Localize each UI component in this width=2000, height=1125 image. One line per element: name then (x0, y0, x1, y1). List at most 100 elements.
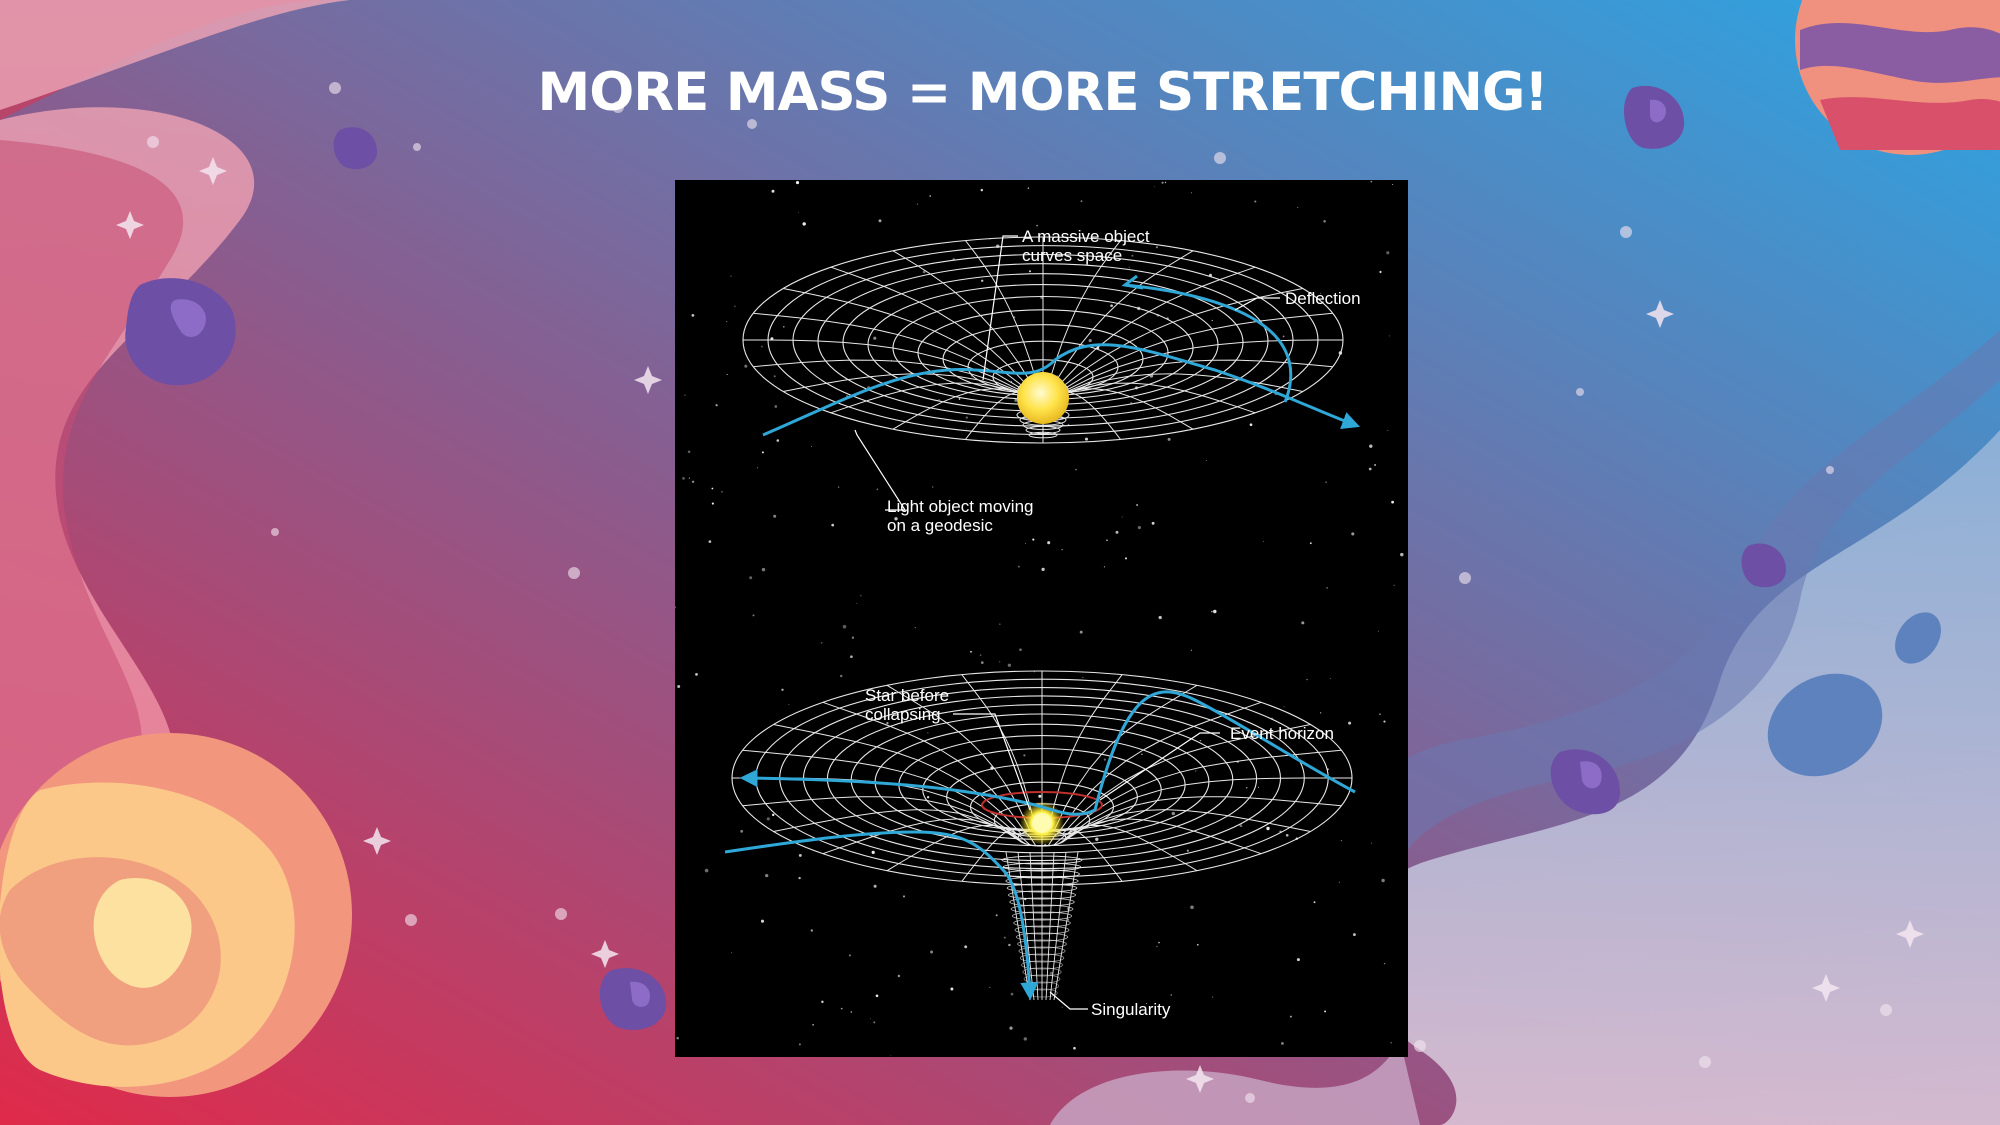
star-dot (1254, 200, 1257, 203)
star-dot (1392, 183, 1394, 186)
geodesic-trajectory (762, 343, 1361, 437)
star-dot (773, 375, 776, 378)
grid-spoke (1062, 724, 1311, 835)
star-before-collapsing-label-line1: Star before (865, 686, 949, 705)
star-dot (1088, 339, 1092, 343)
star-dot (1211, 610, 1213, 613)
star-dot (1017, 565, 1020, 568)
asteroid-icon (599, 968, 667, 1030)
star-dot (1196, 943, 1199, 946)
star-dot (877, 692, 879, 694)
light-object-label-line2: on a geodesic (887, 516, 993, 535)
star-dot (1374, 463, 1377, 467)
star-dot (1186, 849, 1189, 852)
star-dot (1079, 630, 1083, 634)
star-dot (922, 270, 926, 274)
star-dot (980, 188, 984, 192)
star-dot (708, 540, 712, 543)
star-dot (1190, 192, 1192, 194)
star-dot (851, 636, 855, 639)
star-dot (1008, 943, 1011, 947)
asteroid-icon (1741, 543, 1786, 588)
star-dot (1106, 539, 1108, 542)
star-dot (1370, 180, 1373, 183)
star-dot (1167, 437, 1171, 441)
star-dot (726, 321, 728, 323)
right-light-wave (1353, 430, 2000, 1125)
singularity-label: Singularity (1091, 1000, 1171, 1019)
star-dot (1262, 540, 1264, 542)
star-dot (1391, 500, 1395, 504)
star-dot (766, 817, 770, 821)
star-dot (1377, 630, 1379, 632)
star-dot (1038, 794, 1042, 798)
star-dot (1010, 992, 1014, 996)
star-dot (897, 974, 901, 978)
star-dot (1158, 941, 1160, 944)
star-dot (1266, 826, 1270, 831)
star-dot (691, 480, 695, 484)
star-dot (1280, 1041, 1284, 1045)
star-dot (1124, 557, 1128, 560)
grid-spoke (892, 388, 1031, 430)
star-dot (1164, 181, 1167, 184)
star-dot (1313, 901, 1316, 904)
grid-spoke (965, 240, 1037, 382)
star-dot (715, 404, 718, 407)
star-dot (890, 1055, 892, 1057)
star-dot (811, 446, 813, 448)
star-dot (886, 722, 889, 725)
grid-spoke (1053, 684, 1198, 832)
star-dot (980, 661, 984, 664)
star-dot (812, 1024, 814, 1026)
asteroid-icon (1550, 749, 1620, 815)
star-dot (731, 952, 733, 954)
star-dot (734, 305, 736, 307)
star-dot (1019, 648, 1022, 652)
star-dot (1103, 758, 1106, 761)
star-dot (929, 195, 931, 197)
deflection-arrowhead (1121, 274, 1144, 290)
grid-spoke (1055, 388, 1194, 430)
star-dot (926, 796, 930, 799)
star-dot (1032, 538, 1035, 541)
star-dot (1348, 721, 1352, 725)
spacetime-curvature-figure: A massive object curves space Deflection… (675, 180, 1408, 1057)
star-dot (876, 488, 879, 491)
star-dot (761, 345, 763, 348)
star-dot (1095, 837, 1099, 841)
star-dot (870, 1018, 871, 1020)
star-dot (1155, 246, 1158, 249)
asteroid-icon (125, 278, 236, 386)
grid-spoke (1062, 809, 1311, 843)
star-dot (774, 405, 778, 408)
star-dot (894, 517, 898, 521)
star-dot (848, 954, 851, 957)
star-dot (1024, 543, 1026, 545)
star-dot (873, 1021, 876, 1024)
star-dot (958, 398, 961, 400)
star-dot (1146, 1003, 1148, 1005)
collapsing-star-core (1032, 813, 1052, 833)
grid-spoke (1066, 312, 1333, 388)
star-dot (1014, 398, 1018, 402)
star-dot (1387, 429, 1389, 431)
event-horizon-label: Event horizon (1230, 724, 1334, 743)
asteroid-icon (1623, 85, 1685, 149)
star-dot (927, 732, 929, 734)
star-dot (871, 850, 875, 855)
star-before-collapsing-leader (953, 713, 1031, 811)
background-dots (147, 82, 1892, 1103)
star-dot (1309, 542, 1312, 545)
star-dot (1212, 996, 1214, 998)
funnel-line (1053, 851, 1079, 1001)
grid-spoke (742, 749, 1020, 837)
star-dot (1325, 481, 1327, 483)
star-dot (873, 884, 877, 888)
deflection-label: Deflection (1285, 289, 1361, 308)
star-dot (1297, 206, 1299, 208)
star-dot (916, 203, 918, 205)
star-dot (721, 491, 723, 493)
star-dot (1199, 739, 1202, 742)
star-dot (860, 595, 862, 597)
